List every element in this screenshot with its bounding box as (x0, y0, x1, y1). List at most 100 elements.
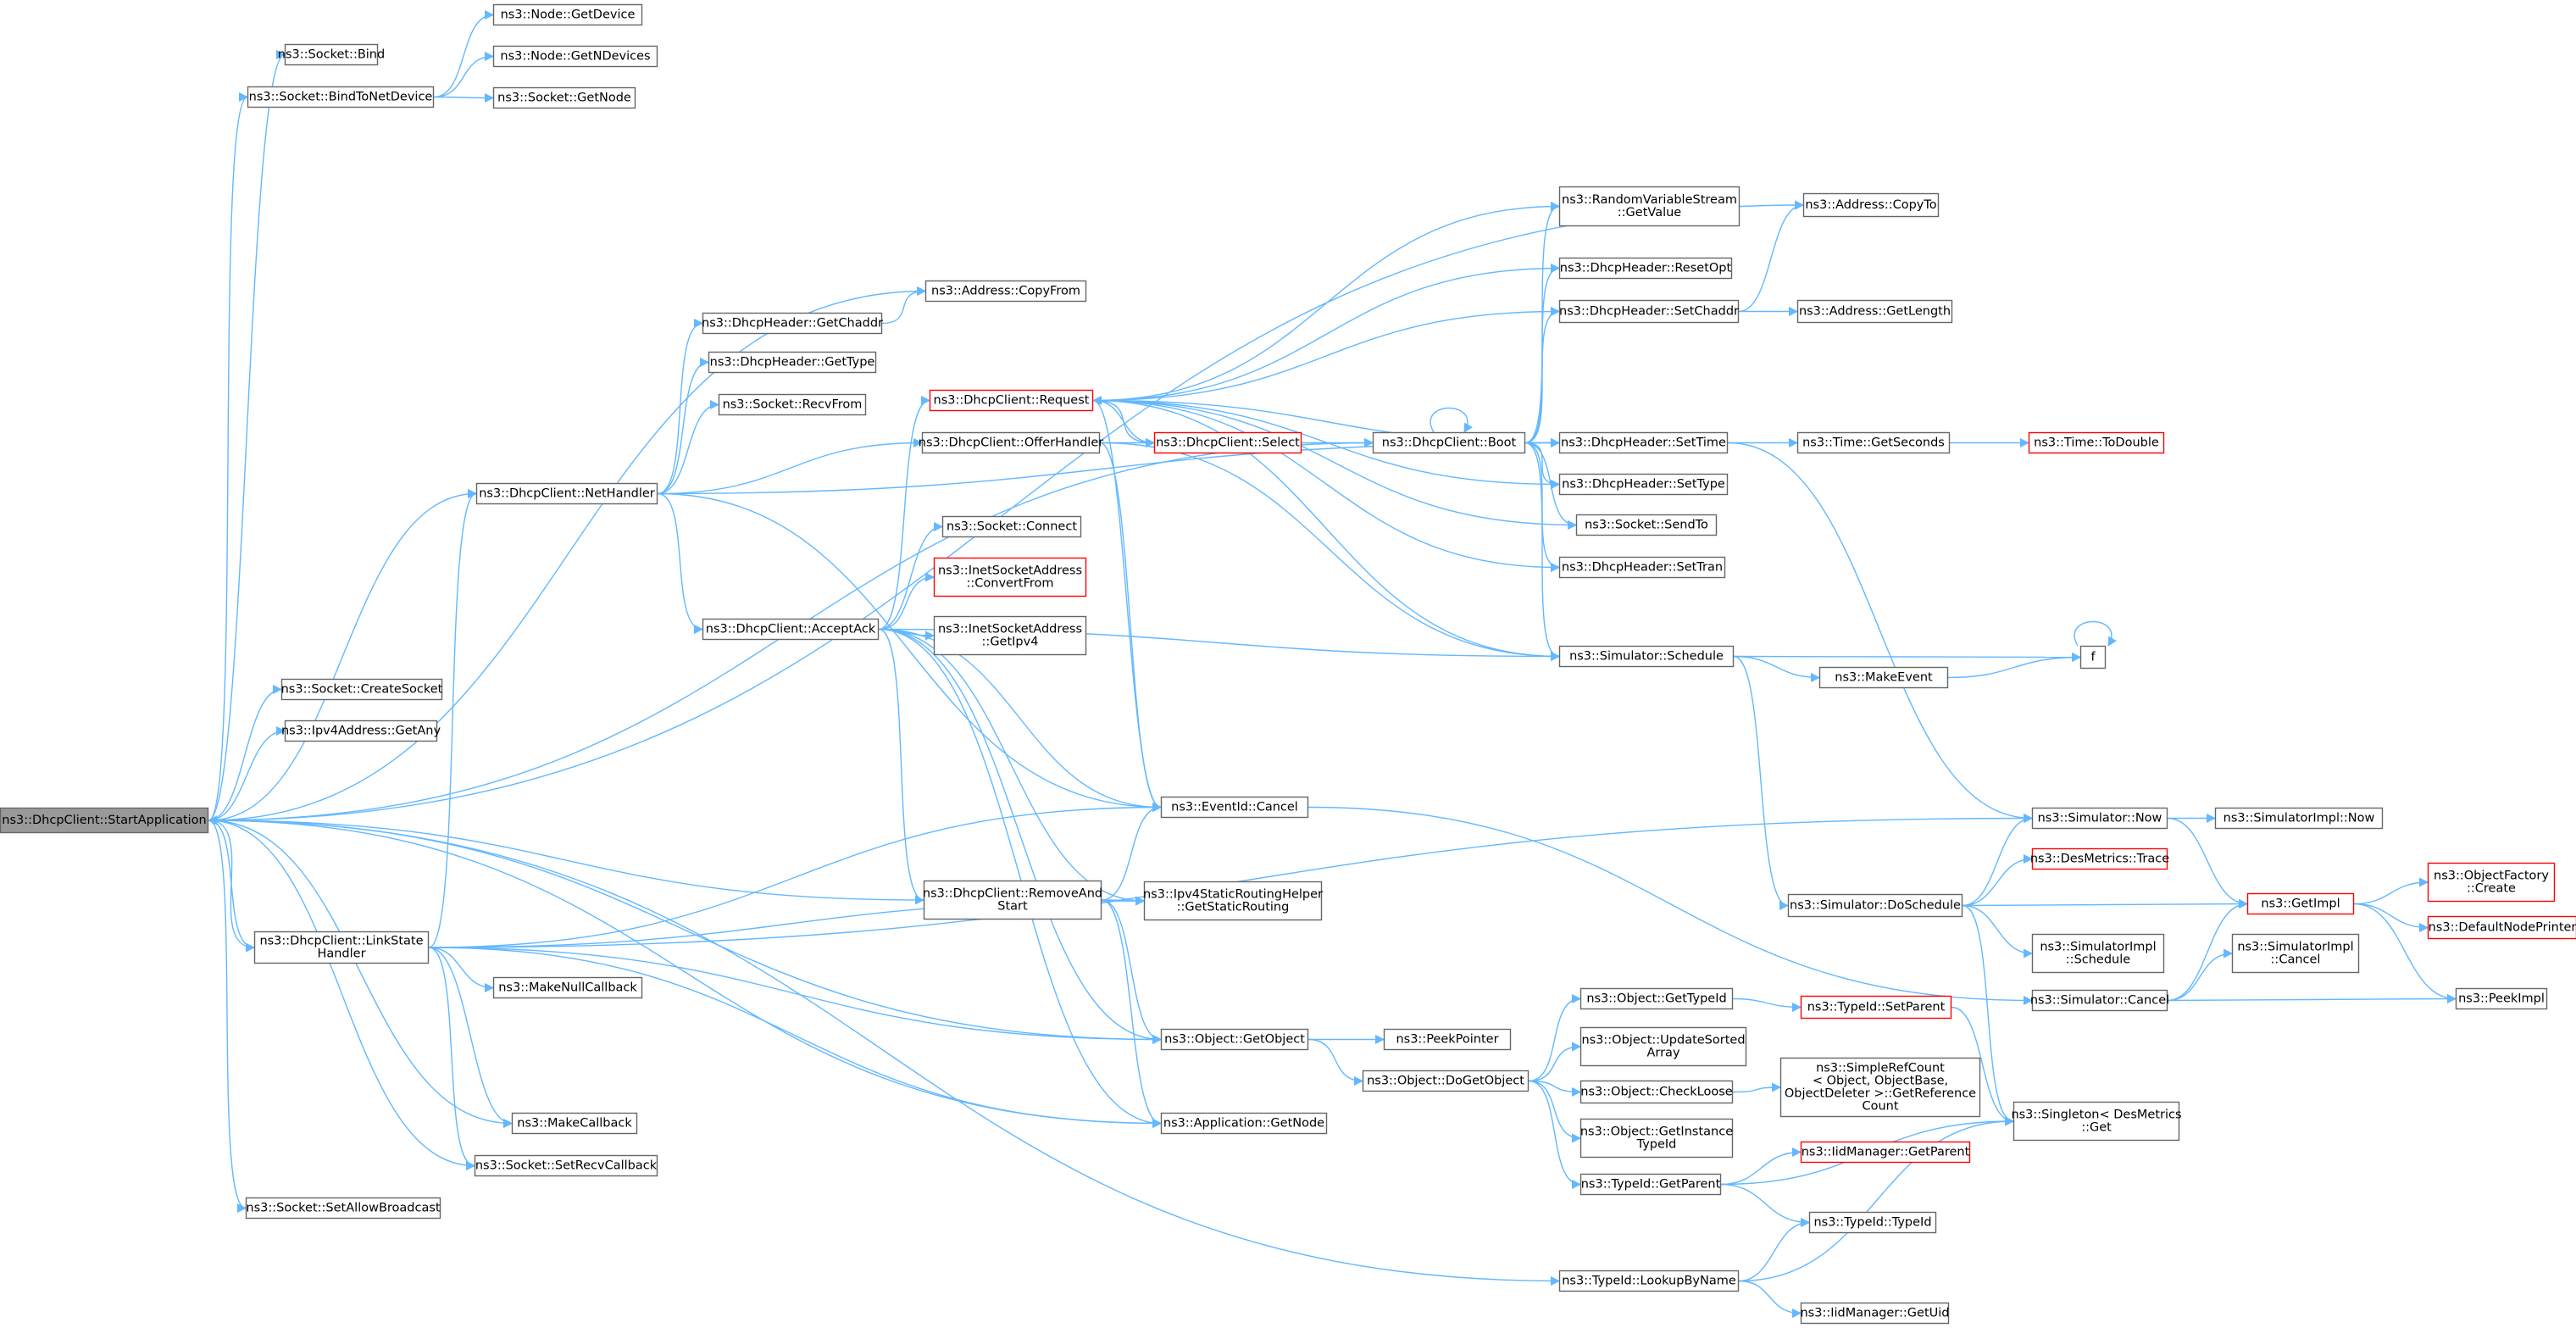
node-label: ns3::Object::GetObject (1164, 1033, 1305, 1047)
node-objfactory_create[interactable]: ns3::ObjectFactory::Create (2427, 862, 2556, 903)
node-recvfrom[interactable]: ns3::Socket::RecvFrom (718, 393, 867, 416)
node-makenullcb[interactable]: ns3::MakeNullCallback (492, 976, 643, 999)
edge-doschedule-to-singleton_get (1962, 904, 2015, 1126)
node-makecallback[interactable]: ns3::MakeCallback (511, 1112, 638, 1135)
node-getimpl[interactable]: ns3::GetImpl (2246, 892, 2355, 915)
node-todouble[interactable]: ns3::Time::ToDouble (2028, 431, 2165, 454)
node-offerhandler[interactable]: ns3::DhcpClient::OfferHandler (919, 431, 1103, 454)
node-createsocket[interactable]: ns3::Socket::CreateSocket (281, 678, 443, 701)
node-box (247, 86, 435, 108)
node-box (924, 280, 1087, 303)
node-getstaticrouting[interactable]: ns3::Ipv4StaticRoutingHelper::GetStaticR… (1143, 881, 1323, 921)
edge-doschedule-to-getimpl (1962, 898, 2249, 909)
node-box (2455, 987, 2548, 1010)
node-getnode_sock[interactable]: ns3::Socket::GetNode (492, 86, 636, 109)
node-typeid_typeid[interactable]: ns3::TypeId::TypeId (1808, 1211, 1937, 1234)
node-bindnet[interactable]: ns3::Socket::BindToNetDevice (247, 86, 435, 108)
node-cancel_ev[interactable]: ns3::EventId::Cancel (1160, 796, 1309, 819)
node-label: ns3::Socket::BindToNetDevice (249, 91, 433, 104)
edge-setparent-to-singleton_get (1951, 1006, 2015, 1126)
node-getlength[interactable]: ns3::Address::GetLength (1796, 299, 1953, 324)
node-label: ::GetStaticRouting (1177, 901, 1290, 914)
node-boot[interactable]: ns3::DhcpClient::Boot (1372, 431, 1526, 454)
node-simimpl_cancel[interactable]: ns3::SimulatorImpl::Cancel (2231, 933, 2360, 974)
node-sim_cancel[interactable]: ns3::Simulator::Cancel (2030, 989, 2169, 1012)
node-getany[interactable]: ns3::Ipv4Address::GetAny (281, 720, 441, 742)
node-box (492, 976, 643, 999)
node-connect[interactable]: ns3::Socket::Connect (941, 515, 1082, 538)
node-singleton_get[interactable]: ns3::Singleton< DesMetrics::Get (2011, 1101, 2182, 1142)
node-getseconds[interactable]: ns3::Time::GetSeconds (1796, 431, 1951, 454)
node-typeid_getparent[interactable]: ns3::TypeId::GetParent (1579, 1173, 1722, 1196)
node-checkloose[interactable]: ns3::Object::CheckLoose (1579, 1080, 1734, 1104)
node-makeevent[interactable]: ns3::MakeEvent (1818, 666, 1949, 689)
node-app_getnode[interactable]: ns3::Application::GetNode (1160, 1112, 1328, 1135)
node-iidmgr_getparent[interactable]: ns3::IidManager::GetParent (1800, 1141, 1971, 1164)
node-acceptack[interactable]: ns3::DhcpClient::AcceptAck (702, 618, 880, 641)
node-startapp[interactable]: ns3::DhcpClient::StartApplication (0, 807, 209, 834)
node-getobject[interactable]: ns3::Object::GetObject (1160, 1028, 1309, 1051)
node-setrecvcb[interactable]: ns3::Socket::SetRecvCallback (474, 1154, 658, 1177)
node-select[interactable]: ns3::DhcpClient::Select (1153, 431, 1302, 454)
edge-nethandler-to-getchaddr (657, 318, 704, 495)
node-simimpl_schedule[interactable]: ns3::SimulatorImpl::Schedule (2031, 933, 2165, 974)
node-doschedule[interactable]: ns3::Simulator::DoSchedule (1787, 893, 1963, 918)
node-settran[interactable]: ns3::DhcpHeader::SetTran (1558, 556, 1726, 579)
node-label: ns3::DhcpClient::StartApplication (2, 814, 206, 827)
node-rvs_getvalue[interactable]: ns3::RandomVariableStream::GetValue (1558, 186, 1740, 227)
node-box (1579, 1118, 1734, 1159)
node-schedule[interactable]: ns3::Simulator::Schedule (1558, 645, 1735, 668)
node-setparent[interactable]: ns3::TypeId::SetParent (1800, 995, 1952, 1020)
node-getipv4[interactable]: ns3::InetSocketAddress::GetIpv4 (933, 615, 1087, 656)
node-settype[interactable]: ns3::DhcpHeader::SetType (1558, 473, 1729, 496)
node-label: ns3::DhcpClient::OfferHandler (919, 436, 1103, 450)
node-label: TypeId (1636, 1138, 1677, 1152)
node-defaultnodeprinter[interactable]: ns3::DefaultNodePrinter (2427, 915, 2576, 940)
node-request[interactable]: ns3::DhcpClient::Request (929, 389, 1094, 412)
node-label: ns3::GetImpl (2261, 897, 2340, 911)
node-label: ns3::Node::GetDevice (501, 8, 636, 22)
node-convertfrom[interactable]: ns3::InetSocketAddress::ConvertFrom (933, 557, 1087, 597)
node-label: ns3::Simulator::Cancel (2030, 994, 2169, 1008)
node-label: ns3::RandomVariableStream (1562, 193, 1737, 207)
node-getdevice[interactable]: ns3::Node::GetDevice (492, 3, 643, 26)
node-label: ns3::DhcpHeader::ResetOpt (1560, 262, 1732, 275)
node-getndevices[interactable]: ns3::Node::GetNDevices (492, 45, 658, 68)
node-resetopt[interactable]: ns3::DhcpHeader::ResetOpt (1558, 257, 1733, 280)
node-settime[interactable]: ns3::DhcpHeader::SetTime (1558, 431, 1729, 454)
node-copyto[interactable]: ns3::Address::CopyTo (1802, 192, 1940, 218)
node-label: ns3::DhcpClient::Select (1156, 436, 1300, 450)
node-bind[interactable]: ns3::Socket::Bind (278, 43, 385, 66)
node-peekimpl[interactable]: ns3::PeekImpl (2455, 987, 2548, 1010)
node-peekpointer[interactable]: ns3::PeekPointer (1383, 1028, 1512, 1051)
node-box (923, 880, 1102, 920)
node-simplerefcount[interactable]: ns3::SimpleRefCount< Object, ObjectBase,… (1779, 1057, 1981, 1118)
node-gettype[interactable]: ns3::DhcpHeader::GetType (708, 351, 877, 374)
node-getuid[interactable]: ns3::IidManager::GetUid (1800, 1302, 1950, 1325)
node-now[interactable]: ns3::Simulator::Now (2031, 807, 2168, 830)
node-label: ns3::MakeNullCallback (498, 981, 637, 995)
node-label: ns3::Socket::SendTo (1585, 519, 1708, 532)
node-setallowbroadcast[interactable]: ns3::Socket::SetAllowBroadcast (245, 1197, 441, 1220)
node-trace[interactable]: ns3::DesMetrics::Trace (2030, 847, 2169, 870)
node-lookupbyname[interactable]: ns3::TypeId::LookupByName (1558, 1270, 1740, 1292)
node-box (1383, 1028, 1512, 1051)
node-gettypeid[interactable]: ns3::Object::GetTypeId (1579, 987, 1734, 1010)
node-dogetobject[interactable]: ns3::Object::DoGetObject (1362, 1070, 1530, 1092)
node-label: Array (1646, 1047, 1679, 1060)
node-copyfrom[interactable]: ns3::Address::CopyFrom (924, 280, 1087, 303)
node-label: ns3::Node::GetNDevices (500, 50, 650, 64)
edge-gettypeid-to-setparent (1732, 997, 1802, 1013)
node-label: ns3::ObjectFactory (2434, 870, 2549, 883)
node-setchaddr[interactable]: ns3::DhcpHeader::SetChaddr (1558, 299, 1740, 324)
node-f[interactable]: f (2079, 645, 2107, 670)
node-sendto[interactable]: ns3::Socket::SendTo (1575, 514, 1718, 536)
edge-f-to-f (2074, 620, 2117, 647)
node-nethandler[interactable]: ns3::DhcpClient::NetHandler (475, 482, 658, 505)
node-simimpl_now[interactable]: ns3::SimulatorImpl::Now (2214, 807, 2384, 830)
node-getchaddr[interactable]: ns3::DhcpHeader::GetChaddr (702, 312, 883, 335)
